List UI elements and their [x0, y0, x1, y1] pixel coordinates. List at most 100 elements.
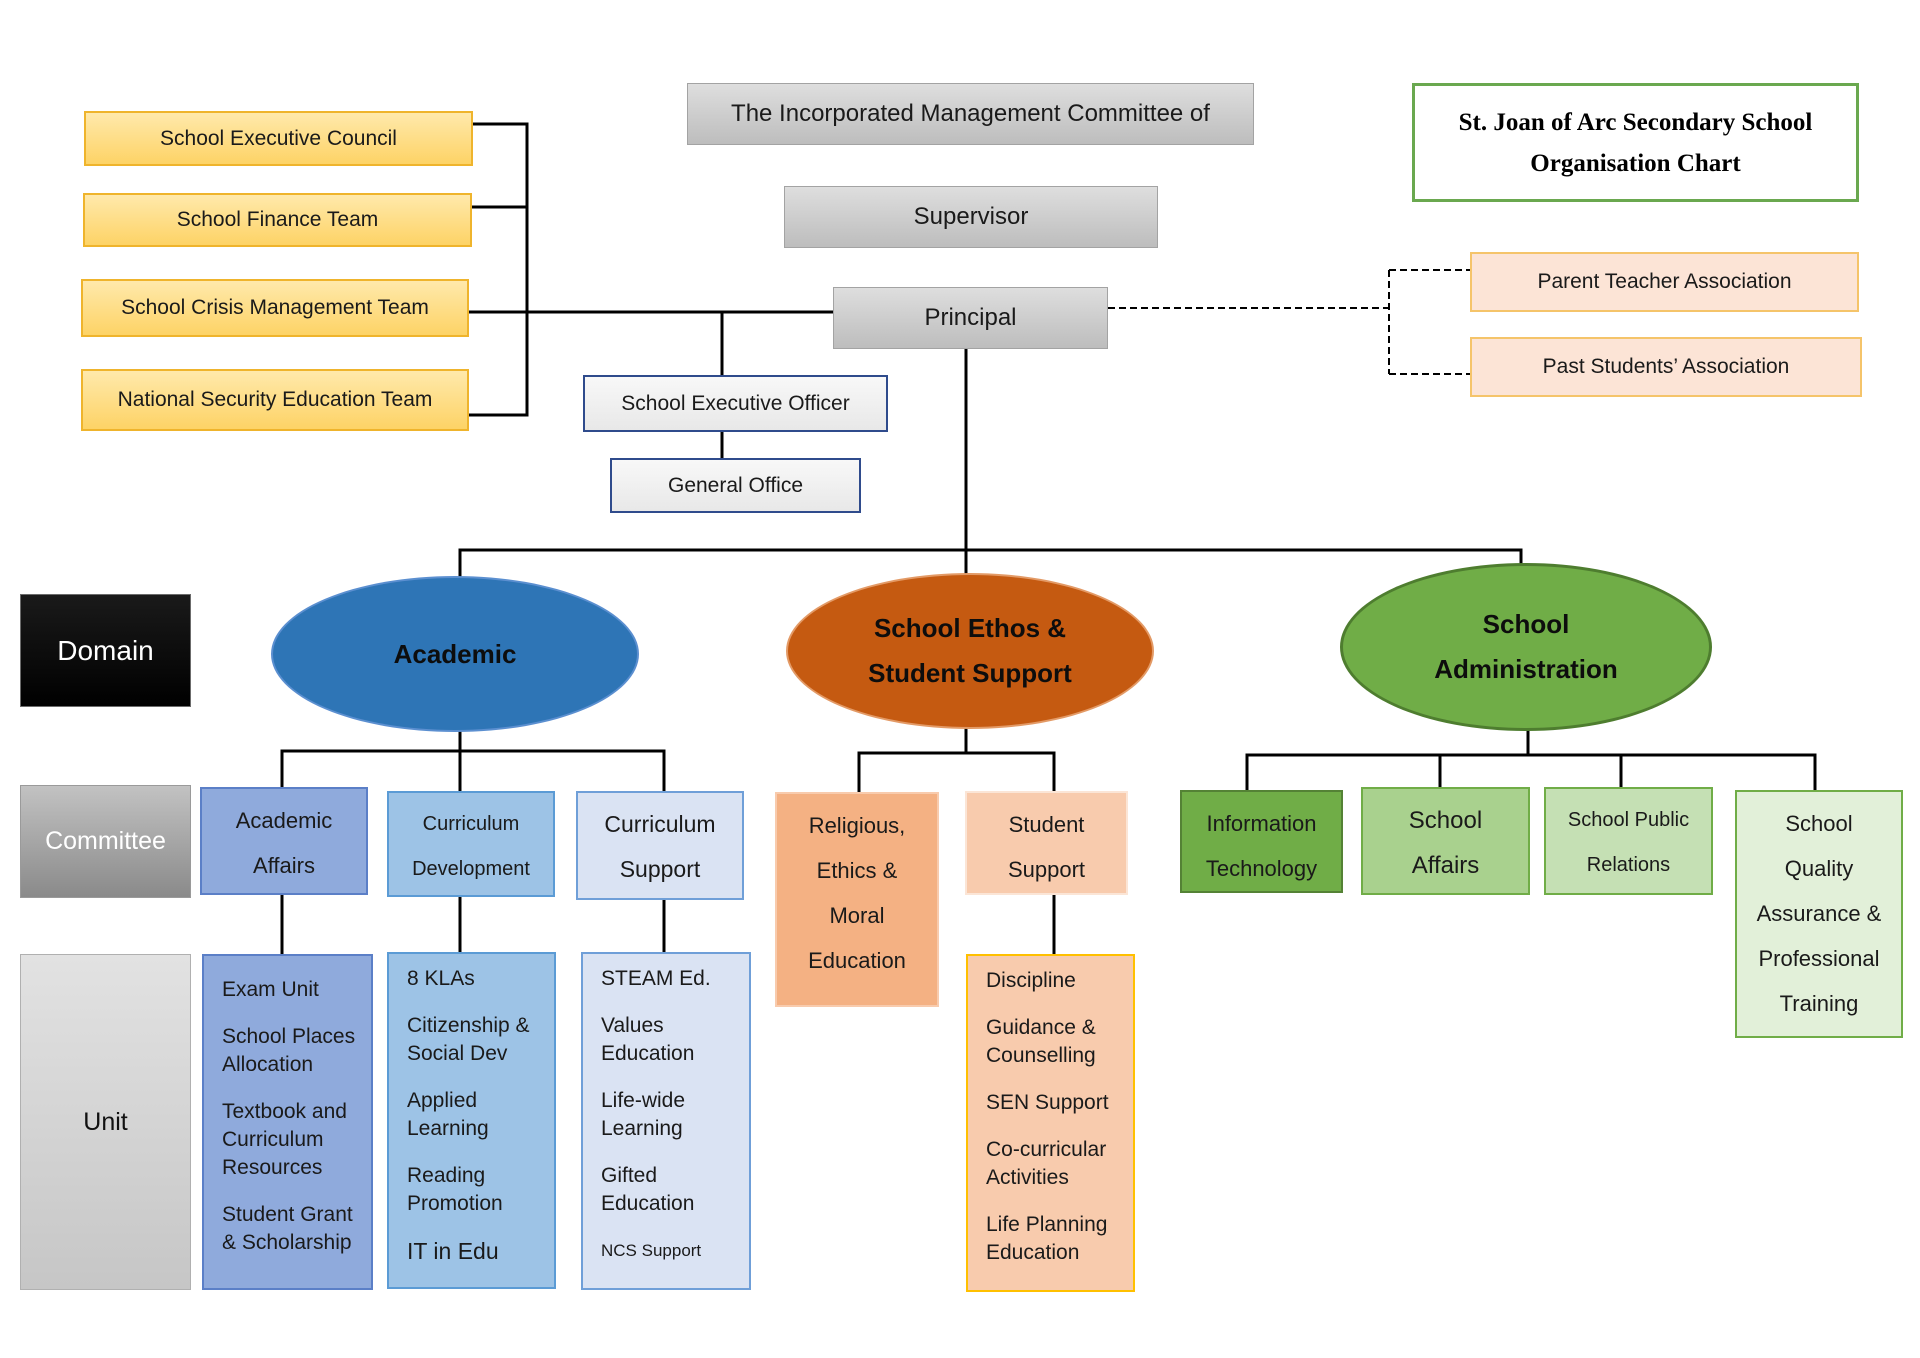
- unit-item-line: Education: [986, 1241, 1080, 1264]
- associations-dashed-connector: [1108, 269, 1470, 375]
- unit-item-line: NCS Support: [601, 1241, 702, 1260]
- unit-box-curriculum-support: STEAM Ed. Values Education Life-wide Lea…: [581, 952, 751, 1290]
- unit-item-line: Life-wide: [601, 1089, 686, 1112]
- unit-item: Life-wide Learning: [601, 1087, 749, 1143]
- committee-label: Technology: [1205, 856, 1318, 881]
- committee-school-affairs: School Affairs: [1361, 787, 1530, 895]
- unit-item-line: 8 KLAs: [407, 967, 475, 990]
- unit-item-line: Education: [601, 1042, 695, 1065]
- team-box-executive-council: School Executive Council: [84, 111, 473, 166]
- association-label: Parent Teacher Association: [1537, 270, 1792, 293]
- chart-title-line: St. Joan of Arc Secondary School: [1458, 108, 1813, 136]
- unit-item-line: Activities: [986, 1166, 1069, 1189]
- committee-label: Relations: [1586, 854, 1671, 876]
- committee-label: Affairs: [253, 853, 315, 878]
- teams-bracket-connector: [467, 122, 529, 417]
- row-label-unit: Unit: [20, 954, 191, 1290]
- unit-item-line: Applied: [407, 1089, 478, 1112]
- domain-ellipse-ethos: School Ethos & Student Support: [786, 573, 1154, 729]
- unit-item-line: Learning: [601, 1117, 683, 1140]
- domain-label: Administration: [1434, 654, 1618, 684]
- committee-student-support: Student Support: [965, 791, 1128, 895]
- unit-item: School Places Allocation: [222, 1023, 371, 1079]
- unit-item-line: Reading: [407, 1164, 486, 1187]
- principal-label: Principal: [924, 304, 1017, 331]
- unit-item: Exam Unit: [222, 976, 371, 1004]
- supervisor-box: Supervisor: [784, 186, 1158, 248]
- committee-label: Professional: [1758, 946, 1880, 971]
- committee-academic-affairs: Academic Affairs: [200, 787, 368, 895]
- unit-item-line: STEAM Ed.: [601, 967, 711, 990]
- principal-box: Principal: [833, 287, 1108, 349]
- unit-item: Values Education: [601, 1012, 749, 1068]
- unit-item-line: Discipline: [986, 969, 1076, 992]
- unit-item-line: Learning: [407, 1117, 489, 1140]
- unit-item-line: Promotion: [407, 1192, 503, 1215]
- team-label: National Security Education Team: [117, 388, 433, 411]
- administration-committees-connector: [1245, 729, 1817, 792]
- committee-label: Information: [1206, 811, 1317, 836]
- committee-school-quality-assurance: School Quality Assurance & Professional …: [1735, 790, 1903, 1038]
- domain-label: Student Support: [868, 658, 1072, 688]
- committee-label: Curriculum: [422, 813, 520, 835]
- unit-item-line: IT in Edu: [407, 1238, 499, 1264]
- unit-item: 8 KLAs: [407, 965, 554, 993]
- unit-item-line: Gifted: [601, 1164, 658, 1187]
- principal-to-domains-connector: [458, 347, 1523, 578]
- committee-curriculum-support: Curriculum Support: [576, 791, 744, 900]
- unit-box-academic-affairs: Exam Unit School Places Allocation Textb…: [202, 954, 373, 1290]
- general-office-label: General Office: [667, 473, 803, 497]
- committee-information-technology: Information Technology: [1180, 790, 1343, 893]
- unit-item: Reading Promotion: [407, 1162, 554, 1218]
- executive-officer-box: School Executive Officer: [583, 375, 888, 432]
- committee-label: Support: [1007, 857, 1086, 882]
- unit-box-curriculum-development: 8 KLAs Citizenship & Social Dev Applied …: [387, 952, 556, 1289]
- unit-item-line: Student Grant: [222, 1203, 353, 1226]
- committee-label: Curriculum: [604, 811, 716, 837]
- unit-item: Textbook and Curriculum Resources: [222, 1098, 371, 1182]
- academic-units-connector: [280, 893, 666, 956]
- association-label: Past Students’ Association: [1542, 355, 1790, 378]
- committee-label: Quality: [1784, 856, 1854, 881]
- imc-label: The Incorporated Management Committee of: [731, 100, 1210, 127]
- unit-item: Life Planning Education: [986, 1211, 1133, 1267]
- committee-label: Development: [412, 858, 530, 880]
- committee-label: Academic: [235, 808, 333, 833]
- unit-item: Discipline: [986, 967, 1133, 995]
- committee-religious-ethics-moral-education: Religious, Ethics & Moral Education: [775, 792, 939, 1007]
- committee-label: Moral: [829, 903, 885, 928]
- committee-label: School Public: [1567, 809, 1690, 831]
- committee-school-public-relations: School Public Relations: [1544, 787, 1713, 895]
- team-box-national-security: National Security Education Team: [81, 369, 469, 431]
- unit-item: NCS Support: [601, 1237, 749, 1265]
- team-box-crisis-management: School Crisis Management Team: [81, 279, 469, 337]
- unit-item-line: Resources: [222, 1156, 323, 1179]
- team-label: School Finance Team: [176, 208, 379, 231]
- team-label: School Crisis Management Team: [121, 296, 429, 319]
- committee-label: Education: [808, 948, 906, 973]
- committee-label: Religious,: [808, 813, 906, 838]
- committee-label: Assurance &: [1756, 901, 1882, 926]
- committee-curriculum-development: Curriculum Development: [387, 791, 555, 897]
- domain-label: School: [1482, 609, 1570, 639]
- supervisor-label: Supervisor: [913, 203, 1029, 230]
- team-box-finance: School Finance Team: [83, 193, 472, 247]
- general-office-box: General Office: [610, 458, 861, 513]
- row-label-text: Committee: [45, 827, 166, 855]
- executive-officer-label: School Executive Officer: [621, 391, 850, 415]
- row-label-text: Domain: [57, 634, 154, 666]
- domain-label: School Ethos &: [873, 613, 1067, 643]
- committee-label: Ethics &: [816, 858, 898, 883]
- unit-item-line: Citizenship &: [407, 1014, 530, 1037]
- unit-item: Citizenship & Social Dev: [407, 1012, 554, 1068]
- unit-item-line: Co-curricular: [986, 1138, 1107, 1161]
- chart-title-box: St. Joan of Arc Secondary School Organis…: [1412, 83, 1859, 202]
- past-students-association-box: Past Students’ Association: [1470, 337, 1862, 397]
- domain-label: Academic: [393, 638, 517, 669]
- unit-item-line: Counselling: [986, 1044, 1096, 1067]
- committee-label: Student: [1008, 812, 1085, 837]
- unit-item: Gifted Education: [601, 1162, 749, 1218]
- domain-ellipse-administration: School Administration: [1340, 563, 1712, 731]
